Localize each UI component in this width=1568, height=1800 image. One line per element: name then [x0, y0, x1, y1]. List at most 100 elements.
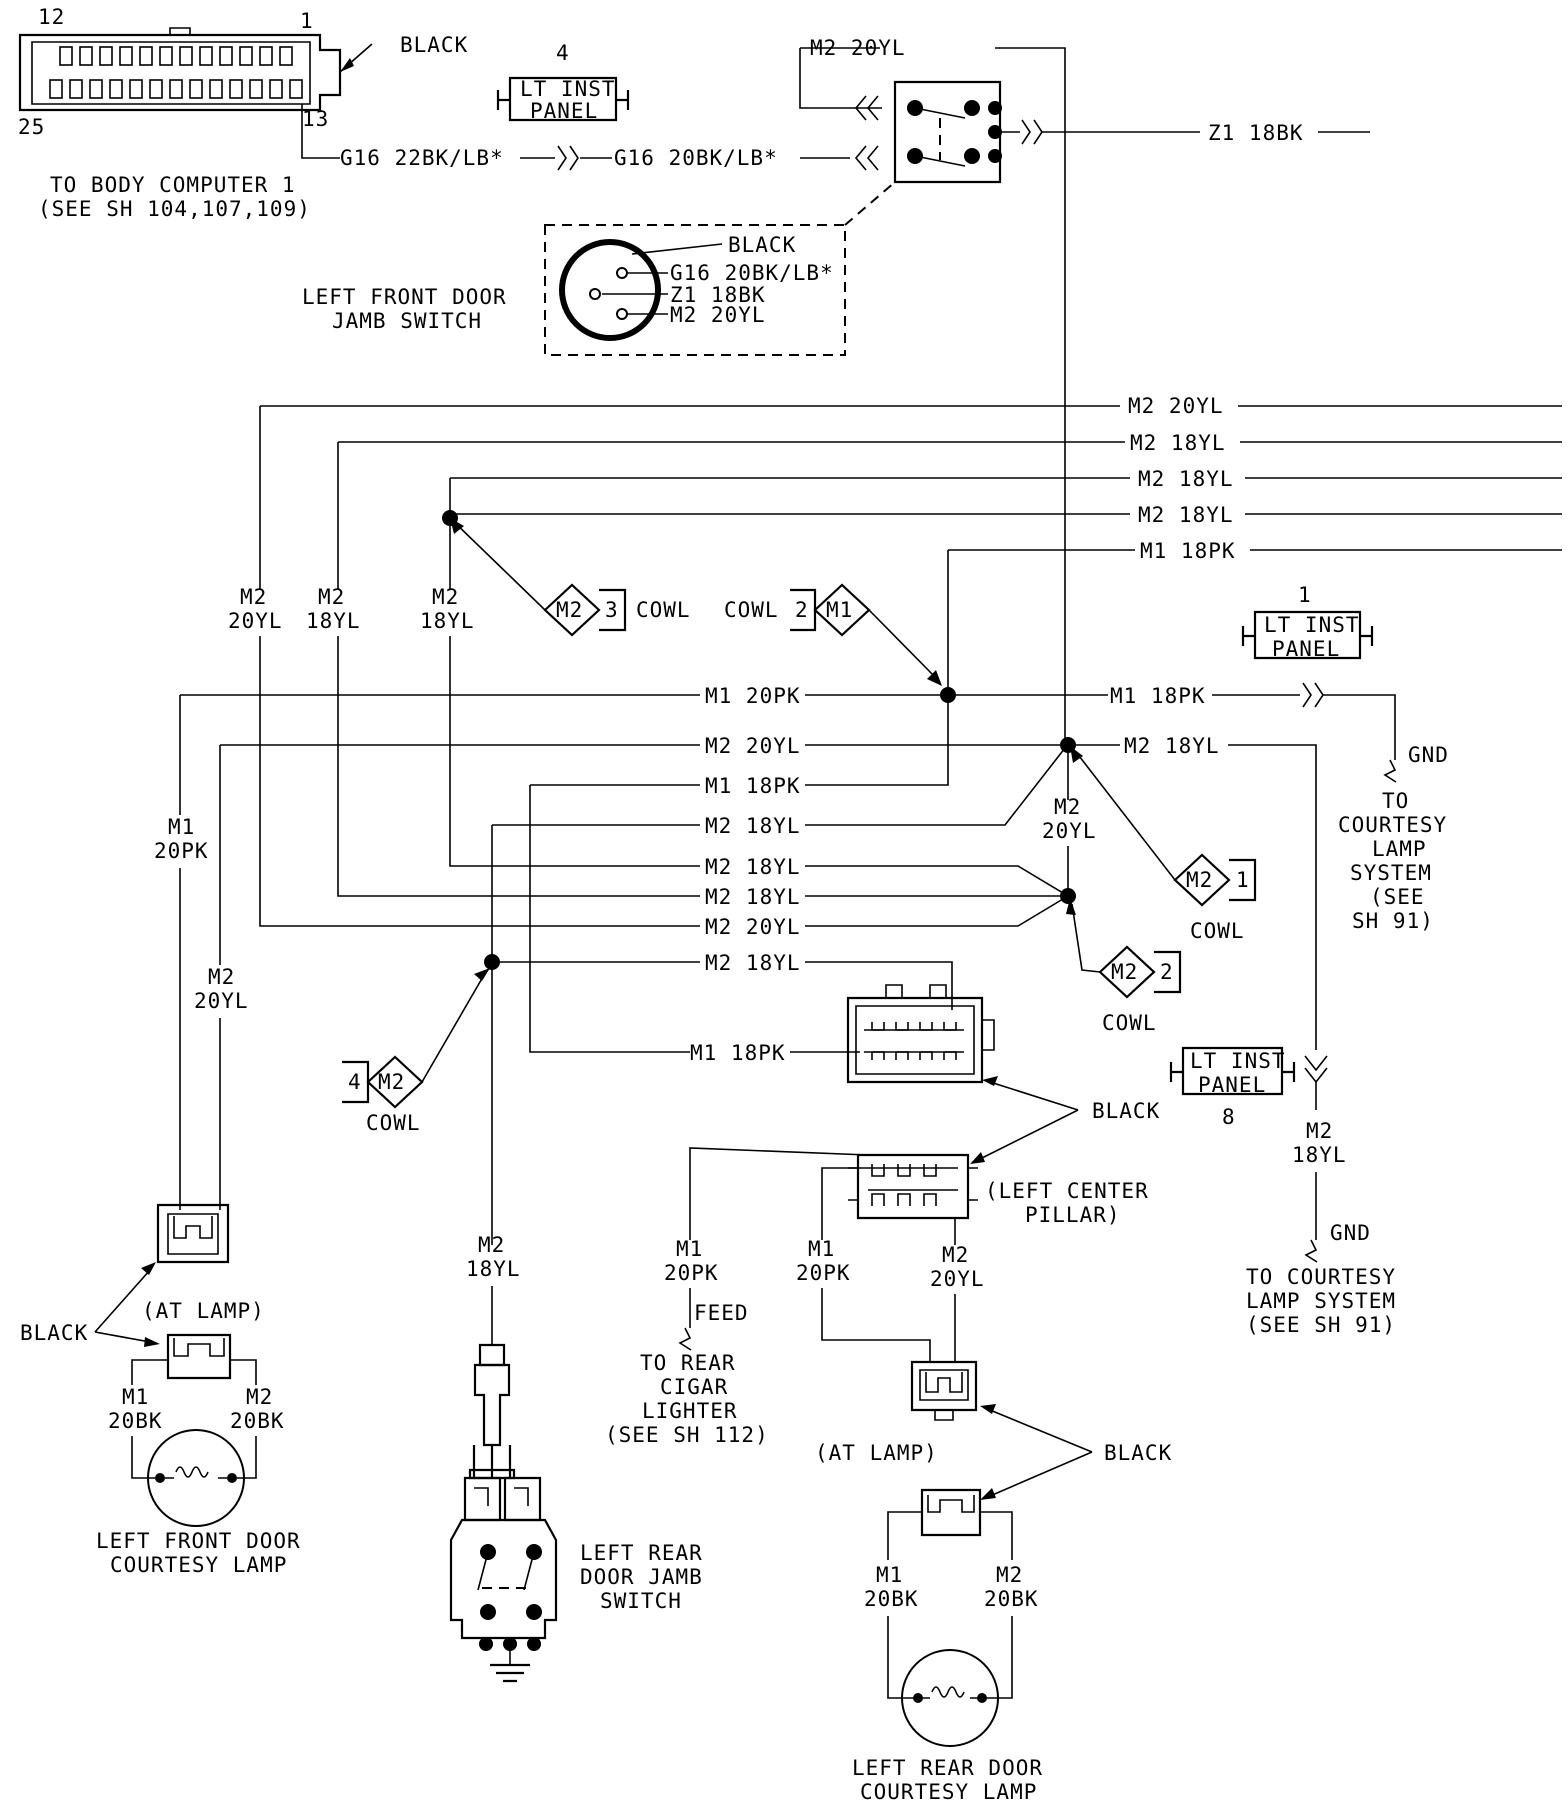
splice-1-wire: M2: [1186, 868, 1213, 892]
wire-m2-18yl-row6: M2 18YL: [705, 885, 801, 909]
splice-2m1-wire: M1: [826, 598, 853, 622]
connector-pin: [99, 46, 113, 66]
vc-label-b: 20YL: [1042, 819, 1097, 843]
pillar-black-label: BLACK: [1092, 1099, 1160, 1123]
splice-2m1-num: 2: [795, 598, 809, 622]
wire-m2-18yl-row4: M2 18YL: [705, 814, 801, 838]
pin-12-label: 12: [38, 5, 65, 29]
lt-inst-panel-8-num: 8: [1222, 1105, 1236, 1129]
lt-inst-panel-1-num: 1: [1298, 583, 1312, 607]
connector-pin: [209, 79, 223, 99]
front-jamb-switch-title: LEFT FRONT DOOR: [302, 285, 507, 309]
connector-color-label: BLACK: [400, 33, 468, 57]
vm1-label-b: 20PK: [154, 839, 209, 863]
connector-pin: [189, 79, 203, 99]
splice-m2-2-cowl: M2 2 COWL: [1066, 898, 1182, 1035]
v1-label-b: 20YL: [228, 609, 283, 633]
v3-label-a: M2: [432, 585, 459, 609]
body-computer-sheet-ref: (SEE SH 104,107,109): [38, 197, 311, 221]
wire-m1-20pk: M1 20PK: [705, 684, 801, 708]
splice-2-wire: M2: [1111, 960, 1138, 984]
wire-right-m1-18pk: M1 18PK: [1110, 684, 1206, 708]
bus-label-1: M2 20YL: [1128, 394, 1224, 418]
connector-pin: [179, 46, 193, 66]
connector-pin: [259, 46, 273, 66]
rear-switch-title-2: DOOR JAMB: [580, 1565, 703, 1589]
connector-pin: [109, 79, 123, 99]
front-jamb-switch-subtitle: JAMB SWITCH: [332, 309, 482, 333]
front-jamb-pin-z1: Z1 18BK: [670, 283, 766, 307]
pillar-w-m1a: M1: [676, 1237, 703, 1261]
courtesy-to-1: TO: [1382, 789, 1409, 813]
lt-inst-panel-4-num: 4: [556, 41, 570, 65]
courtesy-t1: TO COURTESY: [1246, 1265, 1396, 1289]
front-lamp-socket: [131, 1333, 257, 1385]
courtesy-to-5: (SEE: [1370, 885, 1425, 909]
splice-3-cowl: COWL: [636, 598, 691, 622]
lt-inst-panel-4-line2: PANEL: [530, 99, 598, 123]
front-lamp-connector: [156, 1203, 230, 1264]
rear-lamp-title-2: COURTESY LAMP: [860, 1780, 1037, 1800]
rear-lamp-m2a: M2: [996, 1563, 1023, 1587]
pillar-title-1: (LEFT CENTER: [985, 1179, 1149, 1203]
m2-20yl-top-label: M2 20YL: [810, 36, 906, 60]
bus-label-2: M2 18YL: [1130, 431, 1226, 455]
splice-2m1-cowl: COWL: [724, 598, 779, 622]
connector-pin: [59, 46, 73, 66]
connector-pin: [149, 79, 163, 99]
front-jamb-pin-m2: M2 20YL: [670, 303, 766, 327]
g16-20-wire-label: G16 20BK/LB*: [614, 146, 778, 170]
lt-inst-panel-8-line2: PANEL: [1198, 1073, 1266, 1097]
bus-label-5: M1 18PK: [1140, 539, 1236, 563]
pillar-w-m1d: 20PK: [796, 1261, 851, 1285]
front-jamb-switch-connector: [893, 80, 1002, 184]
pin-13-label: 13: [302, 107, 329, 131]
courtesy-to-2: COURTESY: [1338, 813, 1447, 837]
lt-inst-panel-8: LT INST PANEL 8: [1169, 1046, 1296, 1129]
front-jamb-pin-g16: G16 20BK/LB*: [670, 261, 834, 285]
rear-lamp-socket: [887, 1488, 1013, 1560]
v2-label-b: 18YL: [306, 609, 361, 633]
connector-pin: [69, 79, 83, 99]
rear-switch-title-1: LEFT REAR: [580, 1541, 703, 1565]
wire-m1-18pk: M1 18PK: [705, 774, 801, 798]
wire-m2-20yl: M2 20YL: [705, 734, 801, 758]
connector-pin: [219, 46, 233, 66]
connector-pin: [279, 46, 293, 66]
lt-inst-panel-1: 1 LT INST PANEL: [1241, 583, 1374, 661]
splice-4-wire: M2: [378, 1070, 405, 1094]
cigar-2: CIGAR: [660, 1375, 728, 1399]
front-jamb-switch-black: BLACK: [728, 233, 796, 257]
front-black-label: BLACK: [20, 1321, 88, 1345]
lt-inst-panel-1-line1: LT INST: [1264, 613, 1360, 637]
z1-18bk-wire-label: Z1 18BK: [1208, 121, 1304, 145]
splice-4-num: 4: [348, 1070, 362, 1094]
splice-3-wire: M2: [556, 598, 583, 622]
splice-m2-3-cowl: M2 3 COWL: [543, 583, 691, 637]
vm2-label-b: 20YL: [194, 989, 249, 1013]
v1-label-a: M2: [240, 585, 267, 609]
pillar-upper-connector: [846, 984, 995, 1084]
vm2-label-a: M2: [208, 965, 235, 989]
wire-m2-18yl-row5: M2 18YL: [705, 855, 801, 879]
connector-pin: [169, 79, 183, 99]
pin-25-label: 25: [18, 115, 45, 139]
pillar-w-m1b: 20PK: [664, 1261, 719, 1285]
lt-inst-panel-4: 4 LT INST PANEL: [496, 41, 630, 123]
pillar-feed: FEED: [694, 1301, 749, 1325]
connector-pin: [119, 46, 133, 66]
rear-lamp-m1a: M1: [876, 1563, 903, 1587]
pillar-w-m2a: M2: [942, 1243, 969, 1267]
pillar-w-m2b: 20YL: [930, 1267, 985, 1291]
connector-pin: [229, 79, 243, 99]
splice-2-cowl: COWL: [1102, 1011, 1157, 1035]
splice-4-m2-cowl: 4 M2 COWL: [342, 968, 490, 1135]
splice-m2-1-cowl: M2 1 COWL: [1070, 746, 1257, 943]
rear-lamp-bulb-icon: [901, 1649, 999, 1747]
connector-pin: [269, 79, 283, 99]
lt-inst-panel-4-line1: LT INST: [520, 77, 616, 101]
pillar-w-m1c: M1: [808, 1237, 835, 1261]
bus-label-3: M2 18YL: [1138, 467, 1234, 491]
connector-pin: [249, 79, 263, 99]
